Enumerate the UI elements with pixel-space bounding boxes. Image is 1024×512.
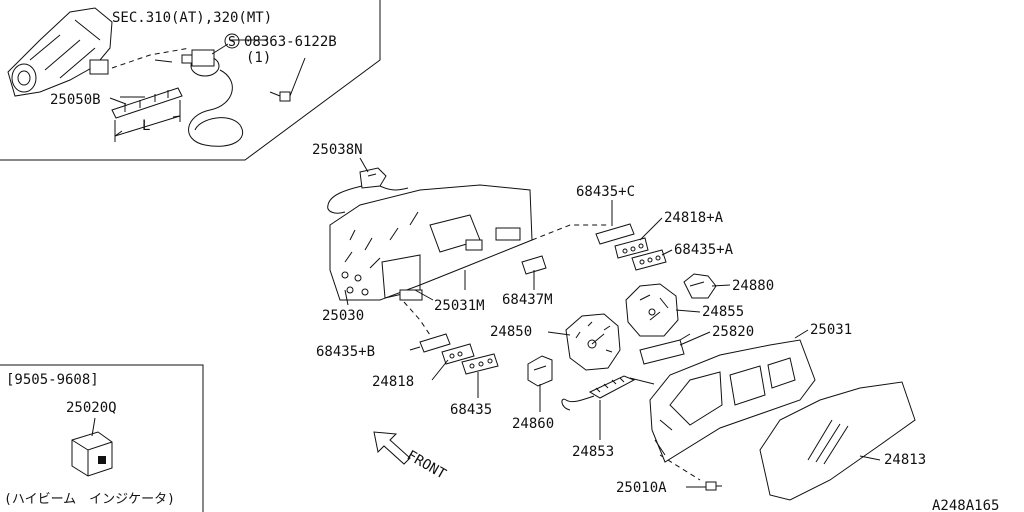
- speedometer-24850-part: [565, 313, 621, 371]
- label-25031: 25031: [810, 322, 852, 338]
- label-jp-caption: (ハイビーム インジケータ): [4, 492, 175, 507]
- gauge-24855-part: [625, 283, 679, 337]
- label-front: FRONT: [404, 448, 449, 483]
- bracket-25820-part: [639, 333, 691, 365]
- label-sec-ref: SEC.310(AT),320(MT): [112, 10, 272, 26]
- label-68435b: 68435+B: [316, 344, 375, 360]
- leader-lines: [109, 43, 881, 488]
- label-screw-s: S: [228, 35, 236, 50]
- connector-25038n-part: [327, 167, 409, 214]
- inset-speedo-cable: [0, 0, 381, 161]
- lamp-24818-part: [441, 343, 475, 365]
- label-screw-qty: (1): [246, 50, 271, 66]
- label-24818a: 24818+A: [664, 210, 724, 226]
- wire-harness-24853-part: [561, 375, 655, 411]
- lamp-68435c-part: [595, 223, 635, 245]
- label-24818: 24818: [372, 374, 414, 390]
- label-68437m: 68437M: [502, 292, 553, 308]
- lamp-68435-part: [461, 353, 499, 375]
- gauge-24880-part: [683, 273, 717, 299]
- inset-high-beam: [0, 364, 204, 512]
- label-24880: 24880: [732, 278, 774, 294]
- label-25050b: 25050B: [50, 92, 101, 108]
- gauge-24860-part: [527, 355, 553, 387]
- label-date-range: [9505-9608]: [6, 372, 99, 388]
- screw-25010a-part: [705, 481, 722, 491]
- lens-24813: [759, 381, 916, 501]
- label-68435a: 68435+A: [674, 242, 734, 258]
- part-labels: SEC.310(AT),320(MT) S 08363-6122B (1) 25…: [4, 10, 999, 512]
- label-25020q: 25020Q: [66, 400, 117, 416]
- label-screw-code: 08363-6122B: [244, 34, 337, 50]
- label-diagram-code: A248A165: [932, 498, 999, 512]
- label-25031m: 25031M: [434, 298, 485, 314]
- label-24850: 24850: [490, 324, 532, 340]
- label-68435: 68435: [450, 402, 492, 418]
- cluster-lid-25031: [649, 339, 816, 463]
- lamp-68435b-part: [419, 333, 451, 353]
- label-25820: 25820: [712, 324, 754, 340]
- speedo-sensor-part: [111, 47, 220, 77]
- label-68435c: 68435+C: [576, 184, 635, 200]
- lamp-68437m-part: [521, 255, 547, 275]
- s-symbol-icon: [224, 33, 240, 49]
- cluster-housing-25030: [329, 184, 533, 301]
- bracket-25050b-part: [111, 59, 183, 142]
- label-24855: 24855: [702, 304, 744, 320]
- screw-part: [269, 57, 306, 102]
- label-25010a: 25010A: [616, 480, 667, 496]
- high-beam-indicator-part: [71, 431, 113, 477]
- transmission-part: [7, 7, 113, 97]
- front-arrow: [373, 431, 411, 465]
- lamp-68435a-part: [631, 249, 667, 271]
- label-24813: 24813: [884, 452, 926, 468]
- speedo-cable: [188, 69, 243, 147]
- label-25038n: 25038N: [312, 142, 363, 158]
- label-24860: 24860: [512, 416, 554, 432]
- label-25030: 25030: [322, 308, 364, 324]
- label-24853: 24853: [572, 444, 614, 460]
- label-dim-l: L: [142, 118, 150, 134]
- lamp-24818a-part: [614, 237, 649, 259]
